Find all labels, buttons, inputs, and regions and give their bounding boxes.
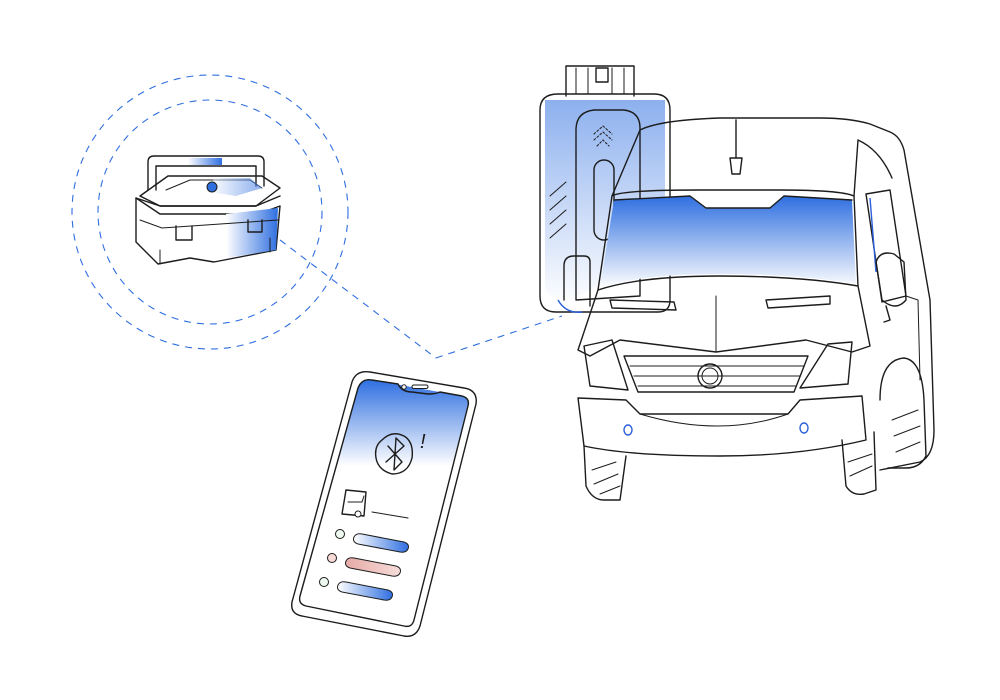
status-bar-ok	[353, 533, 409, 553]
status-row-2	[327, 553, 401, 577]
status-list	[319, 529, 409, 601]
status-dot-ok	[335, 529, 345, 539]
alert-exclamation: !	[420, 431, 426, 453]
inner-signal-ring	[97, 99, 323, 325]
smartphone-icon: !	[291, 371, 477, 637]
device-icon	[341, 489, 367, 518]
status-dot-ok	[319, 577, 329, 587]
status-row-3	[319, 577, 393, 601]
phone-van-link	[435, 315, 563, 359]
status-dot-error	[327, 553, 337, 563]
van-icon	[577, 117, 935, 501]
toolbox-icon	[135, 155, 281, 265]
status-bar-ok	[337, 581, 393, 601]
signal-rings	[71, 74, 349, 350]
connection-lines	[279, 239, 563, 359]
outer-signal-ring	[71, 74, 349, 350]
device-divider	[371, 511, 409, 519]
status-bar-error	[345, 557, 401, 577]
status-row-1	[335, 529, 409, 553]
toolbox-phone-link	[279, 239, 437, 359]
bluetooth-icon	[374, 433, 414, 475]
